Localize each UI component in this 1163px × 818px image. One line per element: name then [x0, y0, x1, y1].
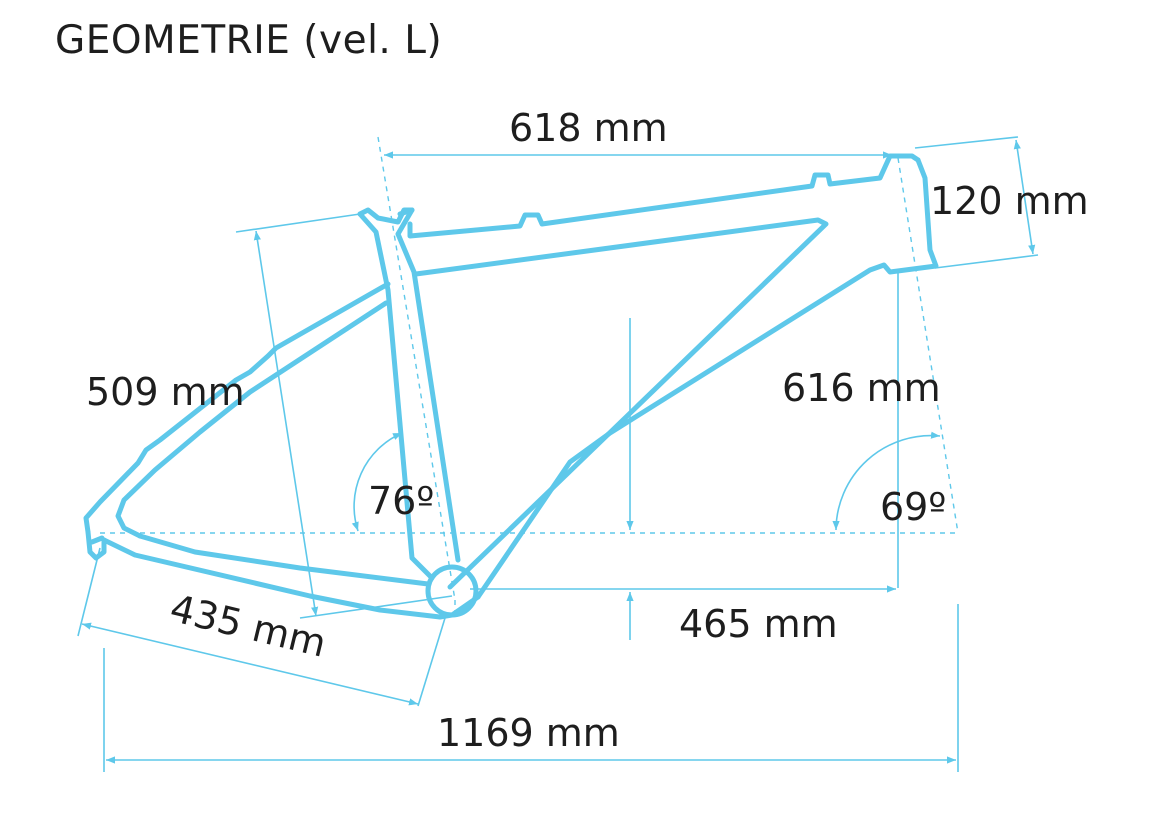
seat-tube-label: 509 mm: [86, 370, 245, 414]
top-tube-label: 618 mm: [509, 106, 668, 150]
chainstay-label: 435 mm: [166, 586, 331, 666]
dimension-lines: [77, 136, 1039, 772]
seat-angle-label: 76º: [368, 479, 434, 523]
stack-label: 616 mm: [782, 366, 941, 410]
steering-axis: [897, 157, 959, 534]
reach-label: 465 mm: [679, 602, 838, 646]
top-tube: [407, 153, 921, 239]
head-angle-arc: [832, 431, 941, 531]
head-tube-label: 120 mm: [930, 179, 1089, 223]
rear-dropout: [85, 529, 107, 561]
diagram-title: GEOMETRIE (vel. L): [55, 18, 443, 63]
wheelbase-label: 1169 mm: [437, 711, 620, 755]
seat-angle-arc: [351, 432, 403, 532]
chainstay: [137, 533, 431, 587]
head-tube-dimension: [1013, 139, 1036, 255]
dimension-labels: 618 mm 120 mm 509 mm 616 mm 76º 69º 435 …: [86, 106, 1089, 755]
bottom-bracket: [425, 564, 479, 618]
head-angle-label: 69º: [880, 485, 946, 529]
chainstay-dimension: [81, 622, 419, 706]
head-tube: [475, 157, 939, 600]
seat-collar: [357, 207, 415, 225]
seat-tube: [357, 211, 435, 581]
seat-tube-dimension: [253, 230, 319, 617]
reference-lines: [100, 136, 959, 615]
seat-tube-axis: [377, 136, 456, 601]
down-tube: [413, 217, 829, 590]
